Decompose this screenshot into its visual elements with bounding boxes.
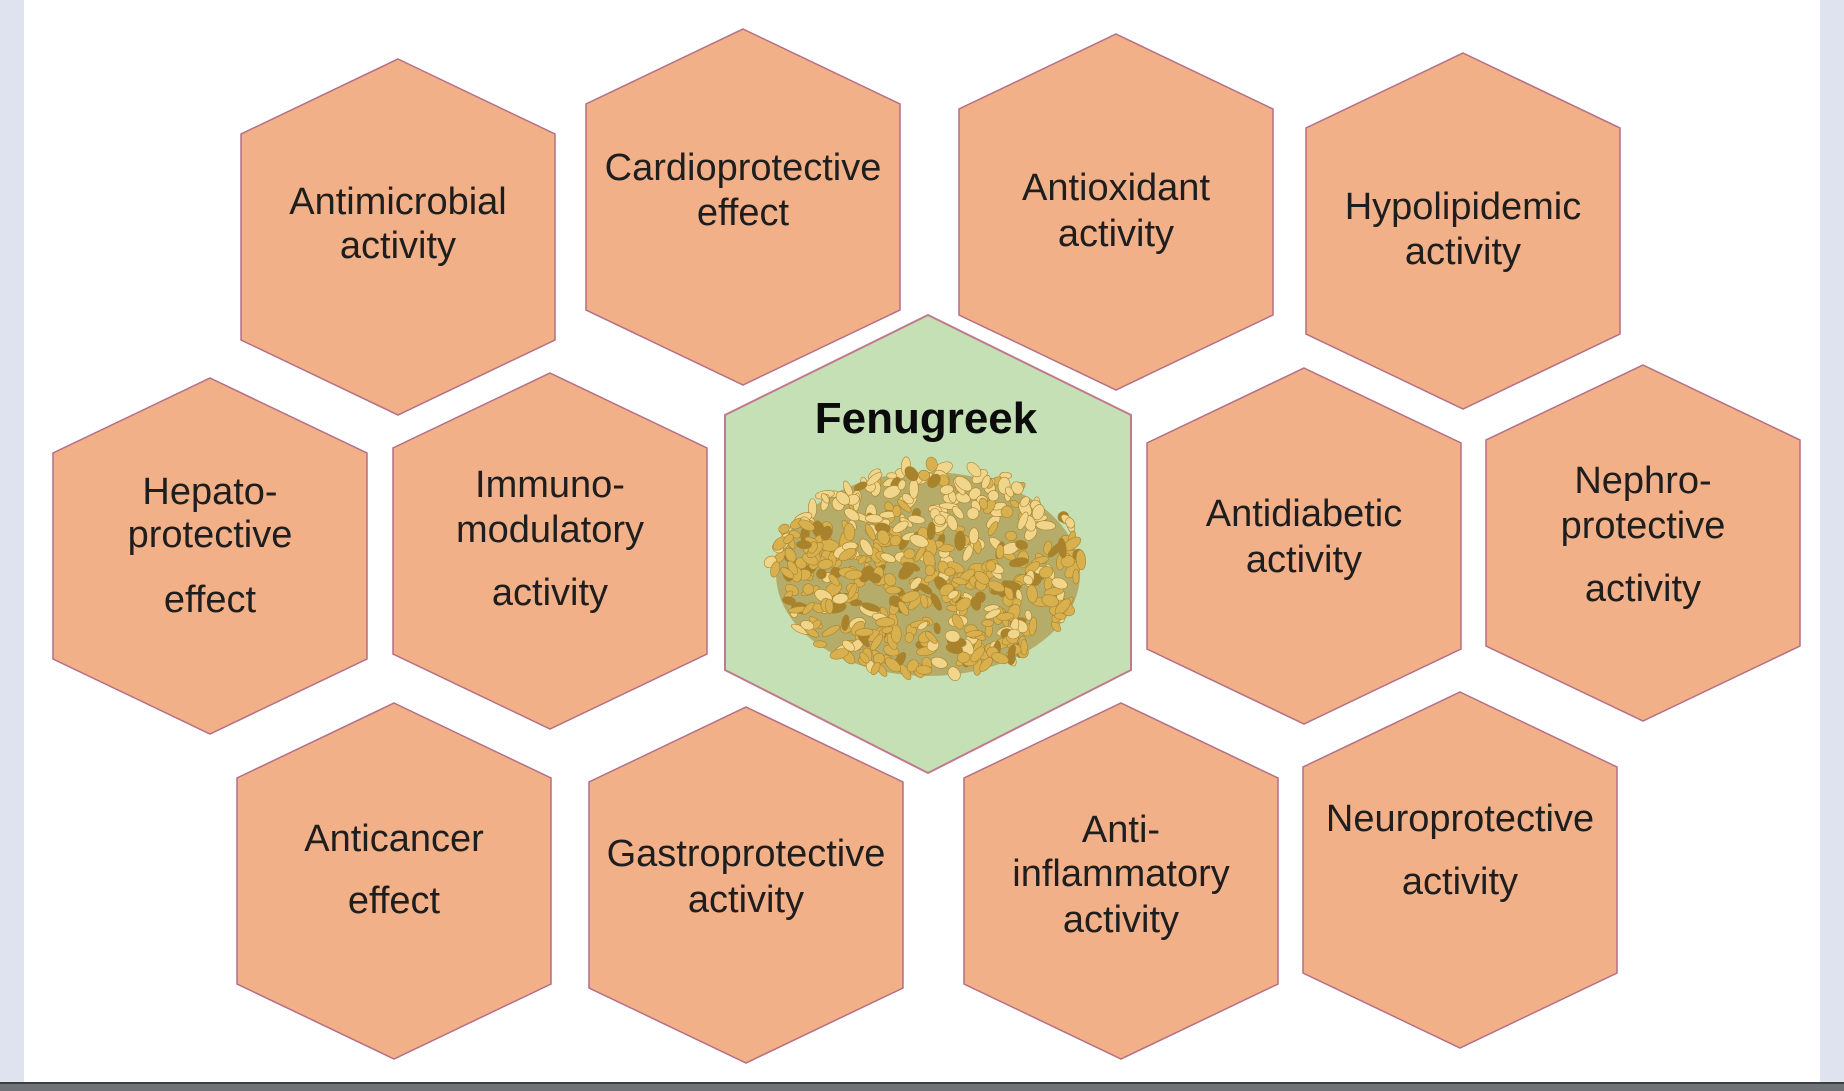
bottom-edge-bar xyxy=(0,1082,1844,1091)
center-title: Fenugreek xyxy=(815,394,1038,443)
activity-label-line: effect xyxy=(697,192,790,234)
activity-label-line: Antimicrobial xyxy=(289,181,507,223)
hexagon-shape xyxy=(236,702,552,1060)
hexagon-immunomodulatory: Immuno-modulatory activity xyxy=(392,372,708,730)
activity-label-line: Hepato- xyxy=(142,471,277,513)
hexagon-shape xyxy=(52,377,368,735)
activity-label-line: activity xyxy=(688,879,804,921)
hexagon-shape xyxy=(963,702,1279,1060)
hexagon-nephroprotective: Nephro-protective activity xyxy=(1485,364,1801,722)
activity-label-line: inflammatory xyxy=(1012,853,1230,895)
hexagon-shape xyxy=(1302,691,1618,1049)
hexagon-anticancer: Anticancer effect xyxy=(236,702,552,1060)
hexagon-shape xyxy=(392,372,708,730)
activity-label-line: activity xyxy=(340,225,456,267)
hexagon-hepatoprotective: Hepato-protective effect xyxy=(52,377,368,735)
activity-label-line: modulatory xyxy=(456,509,644,551)
activity-label-line: Hypolipidemic xyxy=(1345,186,1582,228)
activity-label-line: effect xyxy=(348,880,441,922)
fenugreek-seeds-image xyxy=(763,456,1086,681)
hexagon-shape xyxy=(588,706,904,1064)
activity-label-line: activity xyxy=(492,572,608,614)
center-hexagon: Fenugreek xyxy=(724,313,1132,775)
hexagon-shape xyxy=(958,33,1274,391)
hexagon-shape xyxy=(1305,52,1621,410)
activity-label-line: Anticancer xyxy=(304,818,484,860)
activity-label-line: activity xyxy=(1063,899,1179,941)
activity-label-line: Antioxidant xyxy=(1022,167,1210,209)
activity-label-line: Anti- xyxy=(1082,809,1160,851)
activity-label-line: activity xyxy=(1246,539,1362,581)
activity-label-line: activity xyxy=(1058,213,1174,255)
hexagon-shape xyxy=(1146,367,1462,725)
activity-label-line: protective xyxy=(128,514,293,556)
hexagon-shape xyxy=(240,58,556,416)
activity-label-line: protective xyxy=(1561,505,1726,547)
hexagon-shape xyxy=(1485,364,1801,722)
activity-label-line: Gastroprotective xyxy=(607,833,886,875)
activity-label-line: Antidiabetic xyxy=(1206,493,1402,535)
activity-hexagons: AntimicrobialactivityCardioprotectiveeff… xyxy=(52,28,1801,1064)
activity-label-line: effect xyxy=(164,579,257,621)
activity-label-line: Neuroprotective xyxy=(1326,798,1594,840)
hexagon-shape xyxy=(585,28,901,386)
activity-label-line: activity xyxy=(1405,231,1521,273)
activity-label-line: activity xyxy=(1402,861,1518,903)
hexagon-neuroprotective: Neuroprotective activity xyxy=(1302,691,1618,1049)
activity-label-line: activity xyxy=(1585,568,1701,610)
activity-label-line: Cardioprotective xyxy=(605,147,882,189)
activity-label-line: Nephro- xyxy=(1574,460,1711,502)
activity-label-line: Immuno- xyxy=(475,464,625,506)
